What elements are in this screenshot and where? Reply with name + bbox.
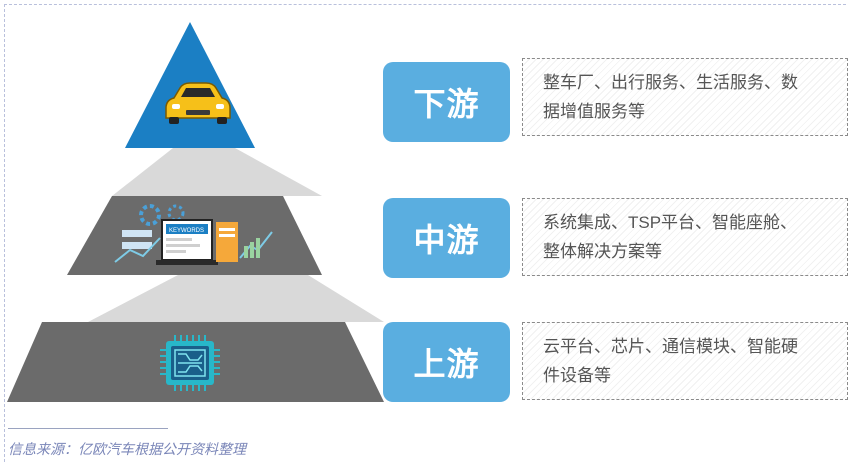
source-divider bbox=[8, 428, 168, 429]
desc-box-upstream: 云平台、芯片、通信模块、智能硬 件设备等 bbox=[522, 322, 848, 400]
source-note: 信息来源：亿欧汽车根据公开资料整理 bbox=[8, 441, 246, 457]
car-icon bbox=[165, 82, 231, 124]
desc-line: 据增值服务等 bbox=[543, 102, 645, 121]
tier-label-midstream: 中游 bbox=[383, 198, 510, 278]
desc-line: 整体解决方案等 bbox=[543, 242, 662, 261]
tier-label-downstream: 下游 bbox=[383, 62, 510, 142]
connector-bottom bbox=[88, 275, 384, 322]
desc-box-downstream: 整车厂、出行服务、生活服务、数 据增值服务等 bbox=[522, 58, 848, 136]
laptop-keywords-text: KEYWORDS bbox=[169, 228, 204, 234]
desc-line: 云平台、芯片、通信模块、智能硬 bbox=[543, 337, 798, 356]
pyramid-diagram: KEYWORDS bbox=[7, 22, 384, 402]
desc-line: 整车厂、出行服务、生活服务、数 bbox=[543, 73, 798, 92]
tier-label-upstream: 上游 bbox=[383, 322, 510, 402]
desc-line: 系统集成、TSP平台、智能座舱、 bbox=[543, 213, 798, 232]
diagram-frame bbox=[4, 4, 846, 462]
chip-icon bbox=[160, 335, 220, 391]
desc-line: 件设备等 bbox=[543, 366, 611, 385]
laptop-analytics-icon: KEYWORDS bbox=[114, 204, 273, 265]
connector-top bbox=[112, 148, 322, 196]
desc-box-midstream: 系统集成、TSP平台、智能座舱、 整体解决方案等 bbox=[522, 198, 848, 276]
